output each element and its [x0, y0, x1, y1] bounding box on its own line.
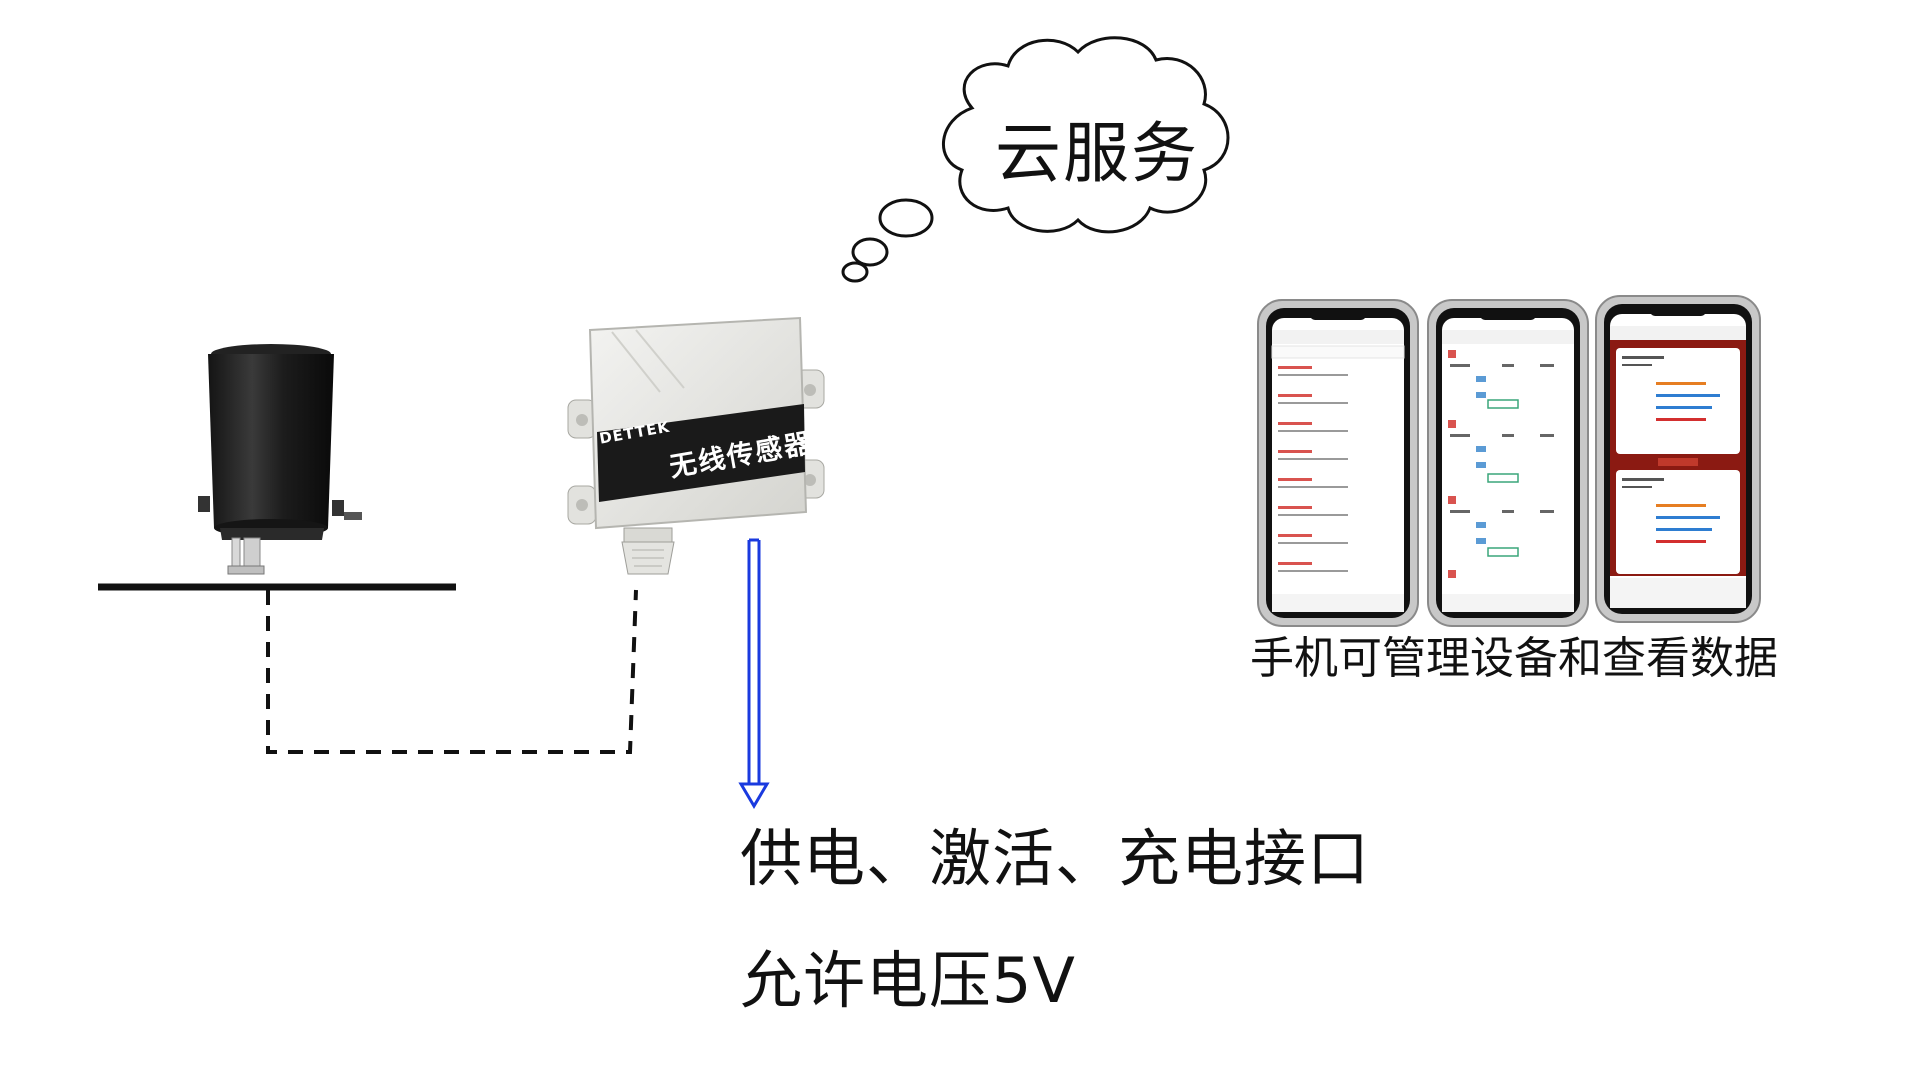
rain-gauge-icon	[198, 344, 362, 575]
port-label: 供电、激活、充电接口	[740, 822, 1371, 895]
phone-caption: 手机可管理设备和查看数据	[1250, 633, 1778, 684]
voltage-label: 允许电压5V	[740, 944, 1076, 1017]
phone-icon	[1595, 295, 1761, 623]
wireless-sensor-device	[567, 316, 825, 575]
phone-group	[1257, 295, 1761, 627]
arrow-down-icon	[738, 538, 770, 809]
sensor-cable	[266, 589, 638, 754]
cloud-service-label: 云服务	[995, 115, 1199, 192]
phone-icon	[1257, 299, 1419, 627]
phone-icon	[1427, 299, 1589, 627]
cloud-icon	[841, 36, 1230, 283]
